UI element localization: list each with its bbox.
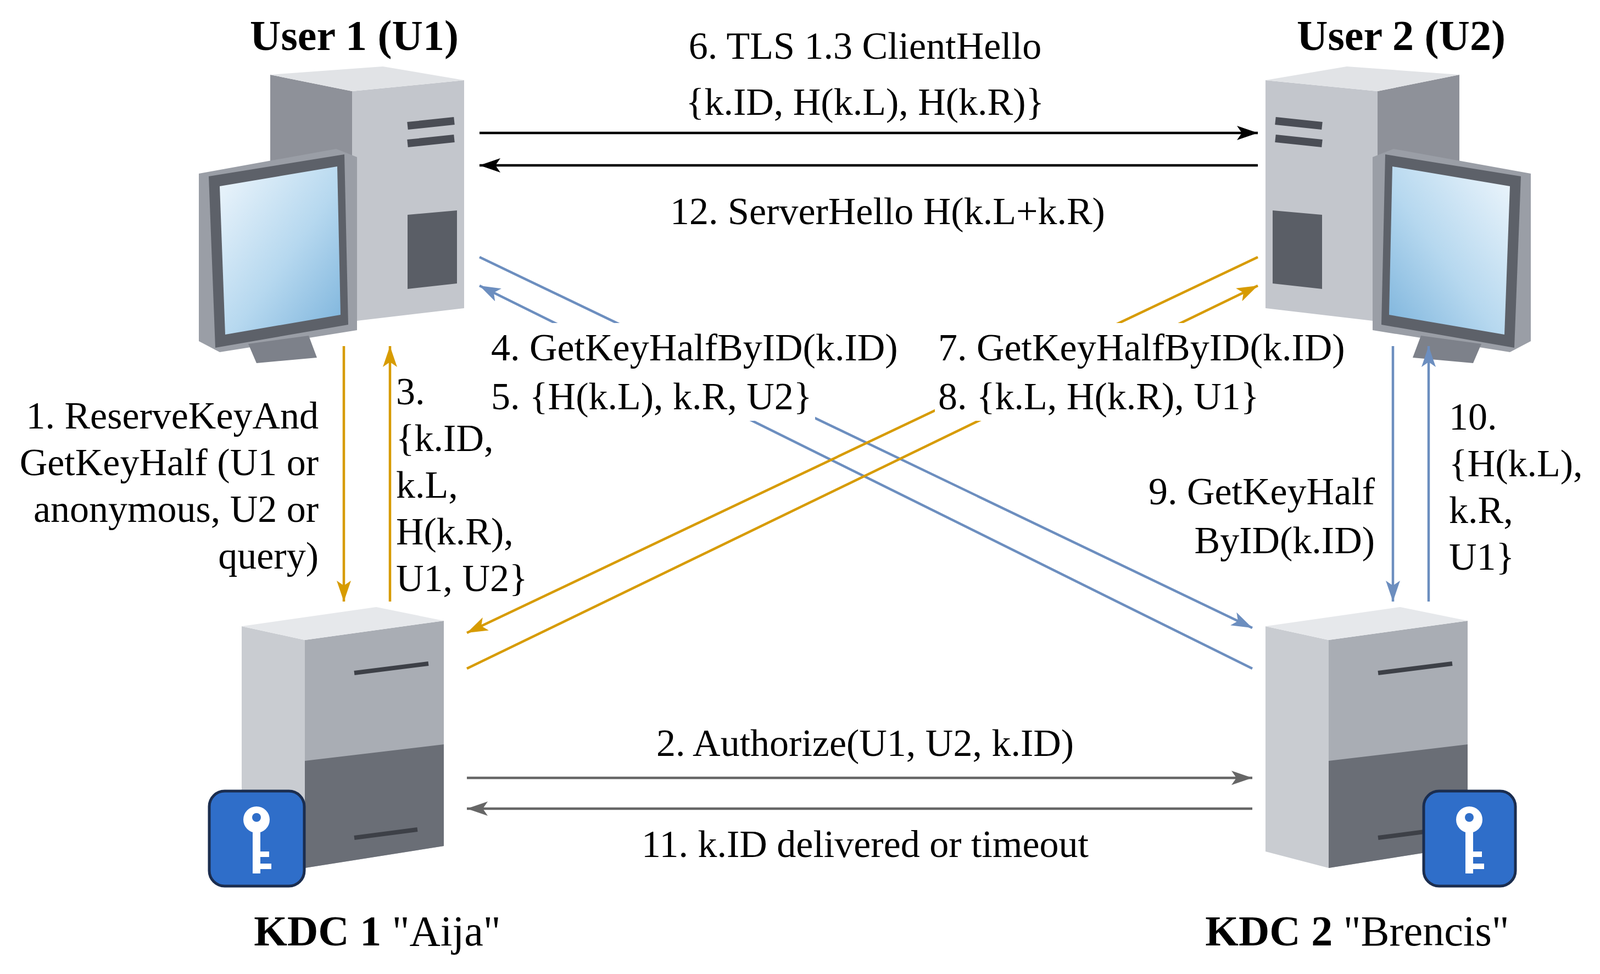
node-title: KDC 2: [1205, 906, 1333, 956]
tower-top: [1265, 66, 1460, 92]
edge-label: 1. ReserveKeyAnd GetKeyHalf (U1 or anony…: [2, 392, 319, 579]
edge-label: 12. ServerHello H(k.L+k.R): [591, 183, 1185, 240]
tower-front: [352, 80, 465, 322]
node-title: User 2 (U2): [1296, 10, 1506, 61]
node-subtitle: "Brencis": [1343, 906, 1510, 956]
tower-front: [1265, 80, 1378, 322]
connector-arrow: [479, 131, 1258, 135]
node-title: KDC 1: [253, 906, 382, 956]
monitor-bezel: [1381, 154, 1521, 348]
key-hole: [252, 812, 261, 822]
key-tooth: [1473, 851, 1482, 857]
key-bow: [1456, 806, 1483, 833]
edge-label: 5. {H(k.L), k.R, U2}: [487, 371, 816, 421]
connector-arrow: [1391, 346, 1395, 602]
server-vent: [354, 663, 429, 673]
monitor-body: [198, 148, 358, 353]
edge-label: 7. GetKeyHalfByID(k.ID): [934, 322, 1349, 372]
node-heading: KDC 2"Brencis": [1205, 906, 1509, 956]
key-bow: [243, 806, 270, 833]
monitor-stand: [1412, 335, 1482, 364]
server-top: [241, 606, 444, 640]
edge-label: 11. k.ID delivered or timeout: [590, 816, 1140, 873]
key-shaft: [1465, 829, 1474, 874]
tower-vent: [1275, 120, 1323, 126]
computer-node: KDC 2"Brencis": [1252, 601, 1519, 962]
key-icon: [1423, 790, 1516, 886]
server-vent: [354, 829, 418, 838]
edge-label: 10. {H(k.L), k.R, U1}: [1448, 393, 1586, 581]
tower-vent: [407, 120, 455, 126]
monitor-screen: [219, 166, 341, 335]
server-top: [1265, 606, 1468, 640]
server-front: [304, 620, 444, 868]
connector-arrow: [466, 257, 1258, 633]
key-icon: [209, 790, 305, 886]
node-title: User 1 (U1): [249, 10, 459, 61]
computer-node: KDC 1"Aija": [209, 601, 467, 962]
connector-arrow: [466, 776, 1253, 780]
tower-top: [270, 66, 465, 92]
edge-label: 4. GetKeyHalfByID(k.ID): [487, 322, 902, 372]
key-badge: [209, 790, 305, 886]
tower-vent: [407, 138, 455, 144]
key-tooth: [260, 851, 270, 857]
tower-vent: [1275, 138, 1323, 144]
computer-node: User 2 (U2): [1257, 10, 1533, 347]
server-vent: [1378, 663, 1453, 673]
key-shaft: [252, 829, 261, 874]
user-computer: [198, 66, 465, 364]
key-tooth: [260, 863, 272, 869]
connector-arrow: [342, 346, 346, 602]
monitor-screen: [1389, 166, 1510, 335]
node-subtitle: "Aija": [392, 906, 501, 956]
key-hole: [1464, 812, 1474, 822]
key-badge: [1423, 790, 1516, 886]
edge-label: 6. TLS 1.3 ClientHello {k.ID, H(k.L), H(…: [639, 18, 1091, 131]
computer-node: User 1 (U1): [198, 10, 480, 347]
edge-label: 8. {k.L, H(k.R), U1}: [934, 371, 1263, 421]
edge-label: 9. GetKeyHalf ByID(k.ID): [1144, 466, 1375, 565]
connector-arrow: [1427, 346, 1431, 602]
monitor-stand: [248, 335, 317, 364]
monitor-body: [1372, 148, 1531, 353]
node-heading: User 1 (U1): [249, 10, 459, 61]
node-heading: User 2 (U2): [1296, 10, 1506, 61]
tower-panel: [407, 210, 457, 289]
node-heading: KDC 1"Aija": [253, 906, 501, 956]
connector-arrow: [479, 164, 1258, 167]
edge-label: 2. Authorize(U1, U2, k.ID): [590, 715, 1140, 772]
server-lower: [304, 744, 444, 868]
monitor-bezel: [208, 154, 349, 348]
key-tooth: [1473, 863, 1485, 869]
user-computer: [1265, 66, 1531, 364]
server-side: [1265, 626, 1329, 868]
connector-arrow: [388, 346, 392, 602]
tower-panel: [1272, 210, 1323, 289]
connector-arrow: [466, 807, 1253, 811]
